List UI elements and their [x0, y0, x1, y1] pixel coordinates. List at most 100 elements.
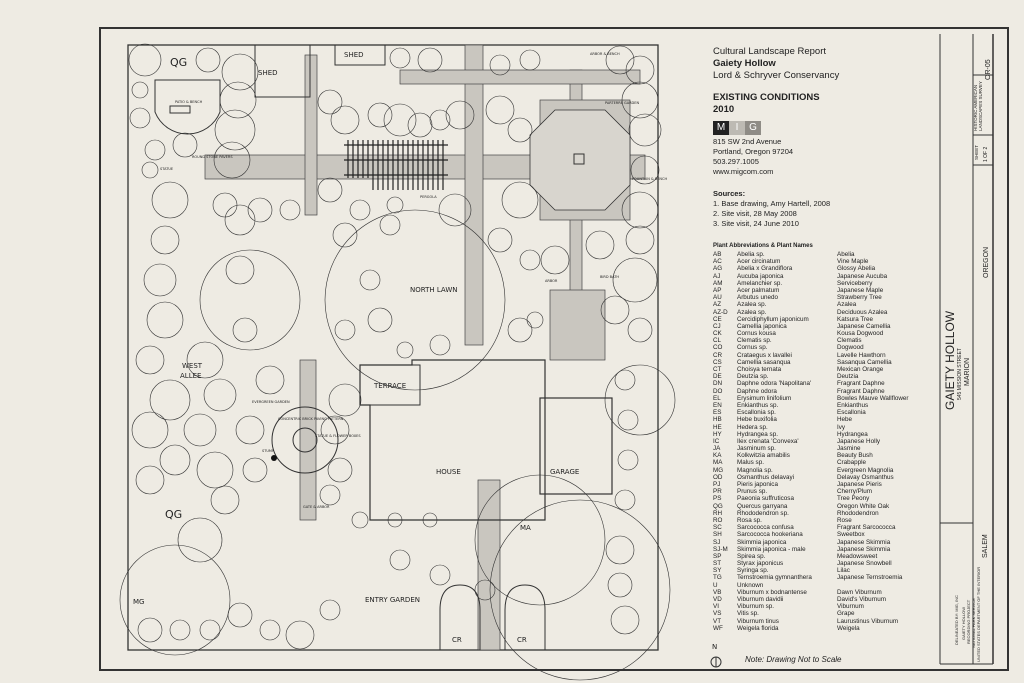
- plant-circle: [501, 181, 539, 219]
- plant-code: AM: [713, 279, 723, 287]
- tb-city: SALEM: [982, 534, 989, 558]
- plant-circle: [242, 457, 268, 483]
- sheet-border: [99, 27, 1009, 671]
- plant-common-name: Evergreen Magnolia: [837, 466, 894, 474]
- plant-circle: [627, 317, 653, 343]
- plant-code: AB: [713, 251, 722, 258]
- plant-common-name: Mexican Orange: [837, 366, 884, 373]
- plant-circle: [389, 47, 411, 69]
- cr-bed: [439, 584, 481, 651]
- plant-list-title: Plant Abbreviations & Plant Names: [713, 243, 813, 249]
- property-boundary: [127, 44, 659, 651]
- plant-botanical-name: Aucuba japonica: [737, 272, 784, 280]
- title-panel: Cultural Landscape Report Gaiety Hollow …: [713, 46, 935, 632]
- plant-common-name: Japanese Skimmia: [837, 538, 891, 546]
- plant-common-name: Sasanqua Camellia: [837, 358, 892, 366]
- plant-botanical-name: Viburnum sp.: [737, 603, 774, 611]
- area-label-garage: GARAGE: [550, 468, 579, 476]
- plant-code: AJ: [713, 272, 721, 280]
- plant-circle: [445, 100, 475, 130]
- area-label-west-allee: ALLEE: [180, 372, 201, 380]
- plant-circle: [614, 489, 636, 511]
- plant-code: JA: [713, 445, 721, 453]
- plant-symbols: [119, 43, 676, 681]
- plant-circle: [255, 365, 285, 395]
- plant-circle: [146, 301, 184, 339]
- plant-code: CK: [713, 330, 722, 338]
- plant-circle: [605, 45, 635, 75]
- plant-botanical-name: Rosa sp.: [737, 516, 762, 524]
- plant-common-name: Beauty Bush: [837, 452, 873, 460]
- plant-common-name: Viburnum: [837, 603, 864, 611]
- plant-circle: [474, 579, 496, 601]
- plant-circle: [212, 192, 238, 218]
- plant-code: HY: [713, 430, 722, 438]
- area-label-terrace: TERRACE: [373, 382, 406, 390]
- plant-code: MG: [713, 466, 724, 474]
- plant-circle: [332, 222, 358, 248]
- plant-common-name: Glossy Abelia: [837, 265, 876, 273]
- plant-botanical-name: Prunus sp.: [737, 488, 768, 496]
- plant-circle: [429, 109, 451, 131]
- area-label-west-allee: WEST: [182, 362, 203, 370]
- feature-label: BIRD BATH: [600, 275, 619, 279]
- plant-circle: [387, 512, 403, 528]
- tb-county: MARION: [964, 358, 971, 386]
- plant-code: PR: [713, 488, 722, 496]
- plant-code: AZ: [713, 301, 722, 309]
- plant-botanical-name: Weigela florida: [737, 624, 779, 632]
- plant-circle: [600, 295, 630, 325]
- plant-circle: [129, 107, 151, 129]
- plant-common-name: Delavay Osmanthus: [837, 473, 894, 481]
- plant-botanical-name: Arbutus unedo: [737, 294, 778, 302]
- plant-code: AC: [713, 258, 722, 266]
- source-item: 1. Base drawing, Amy Hartell, 2008: [713, 199, 831, 208]
- plant-common-name: David's Viburnum: [837, 596, 887, 603]
- plant-circle: [487, 227, 513, 253]
- plant-botanical-name: Escallonia sp.: [737, 409, 776, 417]
- plant-circle: [143, 263, 177, 297]
- plant-code: AU: [713, 294, 722, 302]
- plant-botanical-name: Quercus garryana: [737, 502, 788, 510]
- plant-common-name: Jasmine: [837, 445, 861, 453]
- plant-circle: [628, 113, 662, 147]
- plant-circle: [177, 517, 223, 563]
- plant-common-name: Laurustinus Viburnum: [837, 617, 899, 625]
- plant-circle: [604, 364, 676, 436]
- plant-row: AU Arbutus unedo Strawberry Tree: [713, 294, 935, 301]
- plant-botanical-name: Unknown: [737, 581, 764, 589]
- plant-common-name: Kousa Dogwood: [837, 330, 884, 338]
- plant-common-name: Strawberry Tree: [837, 294, 882, 302]
- plant-circle: [225, 255, 255, 285]
- plant-common-name: Lavelle Hawthorn: [837, 351, 886, 359]
- plant-botanical-name: Ternstroemia gymnanthera: [737, 574, 812, 582]
- feature-label: EVERGREEN GARDEN: [252, 400, 290, 404]
- plant-circle: [429, 334, 451, 356]
- plant-code: IC: [713, 437, 720, 445]
- plant-code: EL: [713, 394, 721, 402]
- plant-code: AZ-D: [713, 308, 728, 316]
- plant-code: CO: [713, 344, 723, 352]
- plant-circle: [186, 341, 224, 379]
- plant-code: VS: [713, 610, 722, 618]
- plant-botanical-name: Hedera sp.: [737, 423, 768, 431]
- plant-circle: [172, 132, 198, 158]
- brick-paving-circle: [271, 406, 339, 474]
- area-label-north-lawn: NORTH LAWN: [410, 286, 458, 294]
- drawing-heading: EXISTING CONDITIONS: [713, 92, 820, 103]
- plant-botanical-name: Crataegus x lavallei: [737, 351, 792, 359]
- plant-common-name: Deutzia: [837, 373, 859, 381]
